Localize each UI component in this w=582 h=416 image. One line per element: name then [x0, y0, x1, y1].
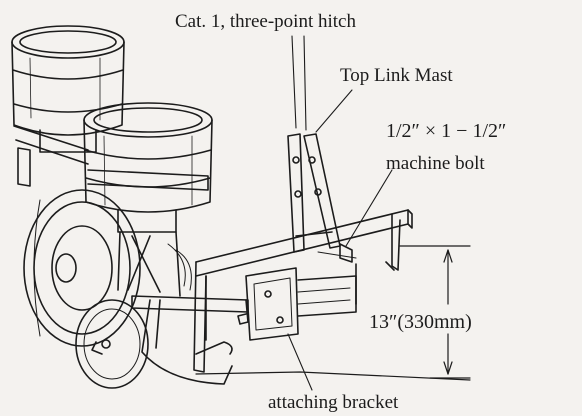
height-dimension-label: 13″(330mm): [369, 311, 472, 333]
toolbar: [131, 209, 413, 373]
leader-lines: [287, 35, 393, 391]
opener-disc: [75, 299, 149, 389]
machine-bolt: [317, 243, 357, 263]
attaching-bracket-label: attaching bracket: [268, 392, 399, 413]
top-link-mast-label: Top Link Mast: [340, 65, 453, 86]
attaching-bracket: [195, 263, 357, 355]
height-dimension: [399, 245, 471, 379]
press-wheel: [23, 189, 141, 347]
top-link-mast: [287, 133, 341, 253]
front-seed-hopper: [83, 102, 213, 233]
furrow-opener: [141, 299, 233, 385]
hitch-arm: [385, 213, 401, 271]
bolt-name-label: machine bolt: [386, 153, 485, 174]
hitch-label: Cat. 1, three-point hitch: [175, 11, 356, 32]
bolt-size-label: 1/2″ × 1 − 1/2″: [386, 120, 507, 142]
planter-frame: [13, 125, 209, 297]
ground-line: [195, 371, 471, 381]
